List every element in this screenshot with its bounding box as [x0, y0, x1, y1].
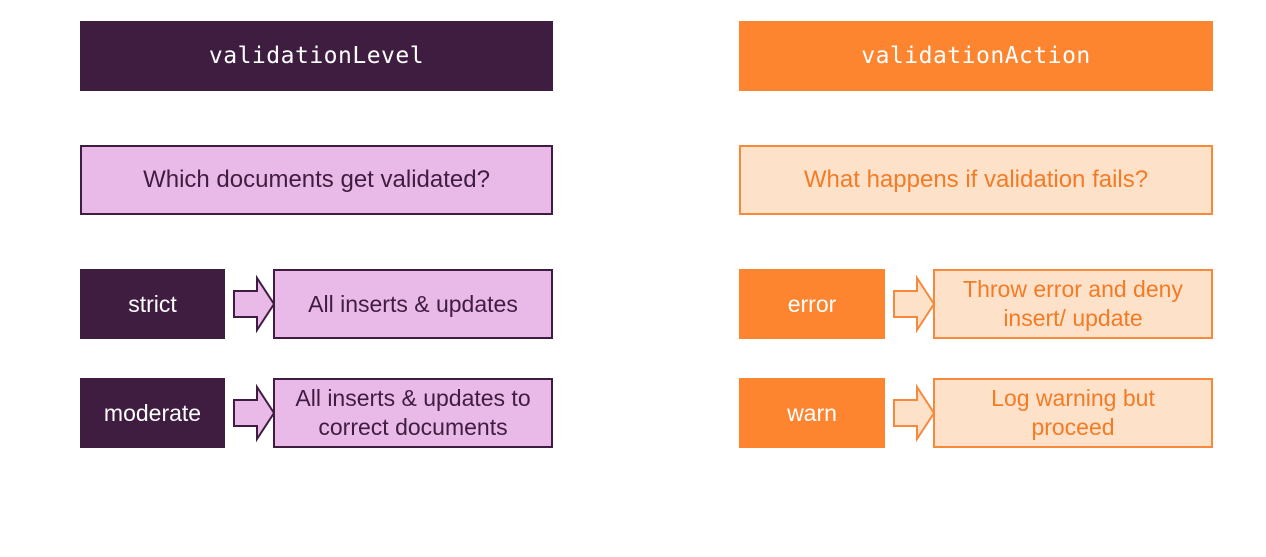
validation-level-question: Which documents get validated? — [80, 145, 553, 215]
validation-level-header: validationLevel — [80, 21, 553, 91]
strict-arrow-icon — [233, 274, 276, 334]
warn-label: warn — [739, 378, 885, 448]
strict-label: strict — [80, 269, 225, 339]
warn-description: Log warning but proceed — [933, 378, 1213, 448]
error-arrow-icon — [893, 274, 936, 334]
moderate-arrow-icon — [233, 383, 276, 443]
strict-description: All inserts & updates — [273, 269, 553, 339]
error-description: Throw error and deny insert/ update — [933, 269, 1213, 339]
validation-action-header: validationAction — [739, 21, 1213, 91]
moderate-description: All inserts & updates to correct documen… — [273, 378, 553, 448]
warn-arrow-icon — [893, 383, 936, 443]
moderate-label: moderate — [80, 378, 225, 448]
validation-action-question: What happens if validation fails? — [739, 145, 1213, 215]
error-label: error — [739, 269, 885, 339]
